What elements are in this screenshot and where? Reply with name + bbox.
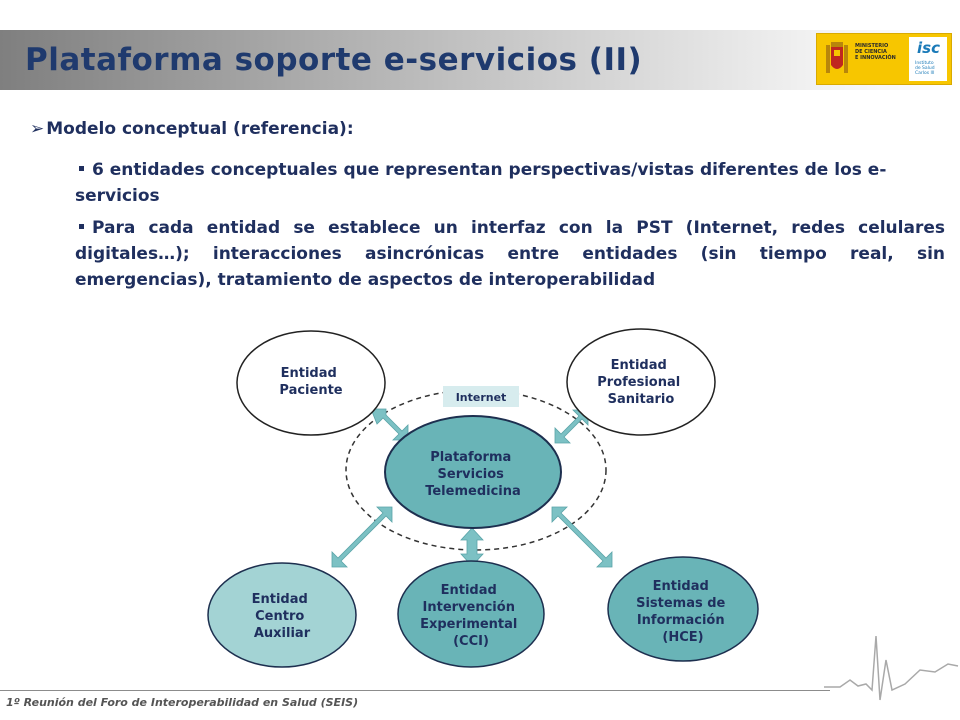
bullet-item: 6 entidades conceptuales que representan… (75, 160, 887, 206)
entity-paciente-label: Entidad Paciente (279, 366, 342, 398)
arrow-profesional (554, 409, 589, 444)
ecg-trace-icon (824, 635, 959, 701)
square-bullet-icon (79, 223, 84, 229)
bullet-item: Para cada entidad se establece un interf… (75, 218, 945, 290)
entity-centro-label: Entidad Centro Auxiliar (252, 592, 313, 641)
entity-profesional-label: Entidad Profesional Sanitario (597, 358, 684, 407)
internet-label: Internet (456, 391, 507, 404)
footer-divider (0, 690, 830, 691)
footer-text: 1º Reunión del Foro de Interoperabilidad… (6, 696, 359, 709)
ministry-logo: MINISTERIO DE CIENCIA E INNOVACIÓN isc I… (816, 33, 952, 85)
arrow-centro (331, 506, 393, 568)
entity-intervencion-label: Entidad Intervención Experimental (CCI) (420, 583, 522, 649)
section-heading: ➢Modelo conceptual (referencia): (30, 119, 354, 139)
arrow-sistemas (551, 506, 613, 568)
isciii-logo: isc Instituto de Salud Carlos III (909, 37, 947, 81)
platform-label: Plataforma Servicios Telemedicina (425, 450, 521, 499)
title-band (0, 30, 960, 90)
entity-paciente (236, 330, 386, 436)
ministry-logo-text: MINISTERIO DE CIENCIA E INNOVACIÓN (855, 43, 896, 61)
internet-boundary (345, 389, 607, 551)
entity-profesional (566, 328, 716, 436)
isciii-logo-text: Instituto de Salud Carlos III (915, 61, 935, 76)
entity-centro (207, 562, 357, 668)
arrow-bullet-icon: ➢ (30, 119, 45, 139)
square-bullet-icon (79, 165, 84, 171)
internet-label-box (443, 386, 519, 407)
entity-intervencion (397, 560, 545, 668)
entity-sistemas (607, 556, 759, 662)
page-title: Plataforma soporte e-servicios (II) (25, 42, 643, 78)
coat-of-arms-icon (826, 42, 848, 73)
isciii-logo-symbol: isc (917, 39, 940, 57)
entity-sistemas-label: Entidad Sistemas de Información (HCE) (636, 579, 730, 645)
arrow-paciente (370, 408, 409, 441)
platform-node (384, 415, 562, 529)
